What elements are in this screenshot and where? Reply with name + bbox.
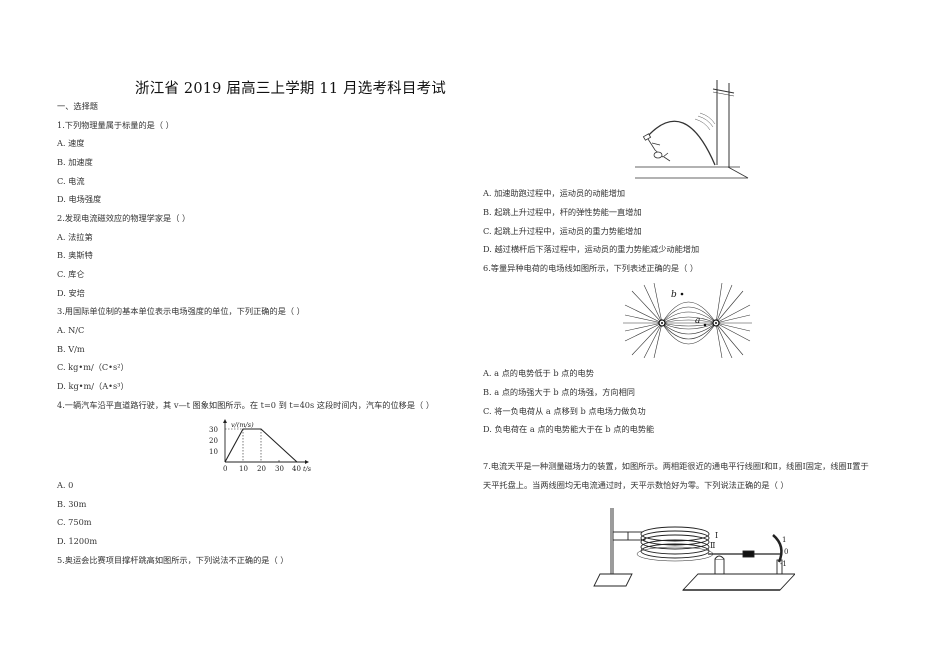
x-tick-0: 0 (223, 465, 227, 473)
question-3-option-a: A. N/C (57, 325, 85, 335)
question-4-option-d: D. 1200m (57, 536, 98, 546)
scale-label-1: 1 (782, 536, 786, 544)
question-4-stem: 4.一辆汽车沿平直道路行驶，其 v—t 图象如图所示。在 t=0 到 t=40s… (57, 400, 435, 410)
question-6-option-c: C. 将一负电荷从 a 点移到 b 点电场力做负功 (483, 406, 646, 416)
question-4-option-a: A. 0 (57, 480, 74, 490)
question-2-stem: 2.发现电流磁效应的物理学家是（ ） (57, 213, 191, 223)
y-axis-label: v/(m/s) (231, 421, 254, 429)
question-1-option-c: C. 电流 (57, 176, 85, 186)
question-5-option-a: A. 加速助跑过程中，运动员的动能增加 (483, 188, 626, 198)
question-3-stem: 3.用国际单位制的基本单位表示电场强度的单位，下列正确的是（ ） (57, 306, 305, 316)
question-5-stem: 5.奥运会比赛项目撑杆跳高如图所示，下列说法不正确的是（ ） (57, 555, 289, 565)
question-2-option-c: C. 库仑 (57, 269, 85, 279)
question-4-option-c: C. 750m (57, 517, 92, 527)
page-title: 浙江省 2019 届高三上学期 11 月选考科目考试 (135, 81, 446, 97)
x-tick-40: 40 (292, 465, 301, 473)
question-1-option-d: D. 电场强度 (57, 194, 102, 204)
question-2-option-b: B. 奥斯特 (57, 250, 93, 260)
question-4-option-b: B. 30m (57, 499, 87, 509)
point-a-label: a (695, 316, 700, 326)
current-balance-figure: Ⅰ Ⅱ 1 0 -1 (593, 508, 795, 591)
y-tick-10: 10 (209, 448, 218, 456)
question-5-option-c: C. 起跳上升过程中，运动员的重力势能增加 (483, 226, 642, 236)
question-3-option-d: D. kg•m/（A•s³） (57, 381, 129, 391)
question-1-option-a: A. 速度 (57, 138, 85, 148)
y-tick-30: 30 (209, 426, 218, 434)
question-6-stem: 6.等量异种电荷的电场线如图所示，下列表述正确的是（ ） (483, 263, 699, 273)
question-1-option-b: B. 加速度 (57, 157, 93, 167)
question-7-stem-line-1: 7.电流天平是一种测量磁场力的装置，如图所示。两相距很近的通电平行线圈Ⅰ和Ⅱ，线… (483, 461, 869, 471)
question-5-option-d: D. 越过横杆后下落过程中，运动员的重力势能减少动能增加 (483, 244, 700, 254)
coil-1-label: Ⅰ (715, 531, 718, 540)
question-2-option-a: A. 法拉第 (57, 232, 93, 242)
question-6-option-d: D. 负电荷在 a 点的电势能大于在 b 点的电势能 (483, 424, 655, 434)
question-5-option-b: B. 起跳上升过程中，杆的弹性势能一直增加 (483, 207, 642, 217)
electric-field-figure: b a (623, 283, 752, 358)
question-6-option-b: B. a 点的场强大于 b 点的场强，方向相同 (483, 387, 635, 397)
question-3-option-c: C. kg•m/（C•s²） (57, 362, 129, 372)
question-3-option-b: B. V/m (57, 344, 85, 354)
coil-2-label: Ⅱ (710, 541, 715, 550)
section-heading: 一、选择题 (57, 101, 98, 111)
scale-label-0: 0 (784, 548, 788, 556)
pole-vault-figure (635, 80, 749, 179)
scale-label-neg1: -1 (780, 560, 787, 568)
x-tick-20: 20 (257, 465, 266, 473)
point-b-label: b (671, 290, 677, 300)
x-tick-10: 10 (239, 465, 248, 473)
question-2-option-d: D. 安培 (57, 288, 85, 298)
x-tick-30: 30 (275, 465, 284, 473)
question-1-stem: 1.下列物理量属于标量的是（ ） (57, 120, 174, 130)
y-tick-20: 20 (209, 437, 218, 445)
question-7-stem-line-2: 天平托盘上。当两线圈均无电流通过时，天平示数恰好为零。下列说法正确的是（ ） (483, 480, 789, 490)
question-6-option-a: A. a 点的电势低于 b 点的电势 (483, 368, 594, 378)
vt-graph-figure: v/(m/s) 30 20 10 0 10 20 30 40 t/s (209, 419, 312, 473)
x-axis-label: t/s (303, 465, 312, 473)
